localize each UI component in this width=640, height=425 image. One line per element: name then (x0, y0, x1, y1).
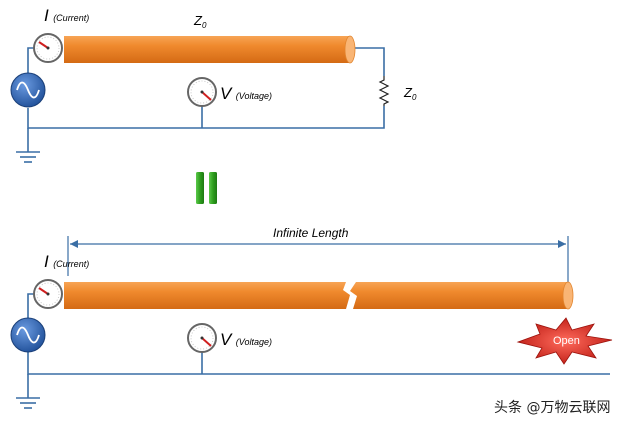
bottom-ground-symbol (16, 397, 40, 409)
top-impedance-symbol: Z (194, 13, 202, 28)
bottom-voltage-text: (Voltage) (235, 337, 272, 347)
bottom-cable (64, 281, 574, 310)
bottom-wires (27, 293, 610, 398)
bottom-current-symbol: I (44, 252, 49, 271)
top-wires (27, 47, 385, 152)
bottom-current-text: (Current) (53, 259, 90, 269)
top-impedance-subscript: 0 (201, 21, 207, 30)
top-circuit (10, 33, 390, 163)
top-ground-symbol (16, 151, 40, 163)
top-impedance-label: Z0 (194, 13, 206, 30)
top-cable (64, 35, 356, 64)
load-resistor (378, 76, 390, 106)
watermark-text: 头条 @万物云联网 (494, 400, 611, 416)
top-voltage-label: V (Voltage) (220, 84, 272, 104)
bottom-current-label: I (Current) (44, 252, 89, 272)
top-current-meter (33, 33, 63, 63)
equals-sign (196, 172, 217, 204)
top-current-text: (Current) (53, 13, 90, 23)
open-label: Open (553, 335, 580, 347)
top-current-label: I (Current) (44, 6, 89, 26)
bottom-voltage-symbol: V (220, 330, 232, 349)
bottom-ac-source (10, 317, 46, 353)
load-impedance-subscript: 0 (411, 93, 417, 102)
top-voltage-text: (Voltage) (235, 91, 272, 101)
top-voltage-symbol: V (220, 84, 232, 103)
bottom-voltage-label: V (Voltage) (220, 330, 272, 350)
top-voltage-meter (187, 77, 217, 107)
bottom-voltage-meter (187, 323, 217, 353)
infinite-length-label: Infinite Length (273, 226, 349, 240)
length-dimension-arrow (67, 236, 569, 286)
open-burst-shape (516, 317, 613, 365)
top-current-symbol: I (44, 6, 49, 25)
load-impedance-symbol: Z (404, 85, 412, 100)
bottom-circuit (10, 236, 613, 409)
load-impedance-label: Z0 (404, 85, 416, 102)
bottom-current-meter (33, 279, 63, 309)
top-ac-source (10, 72, 46, 108)
